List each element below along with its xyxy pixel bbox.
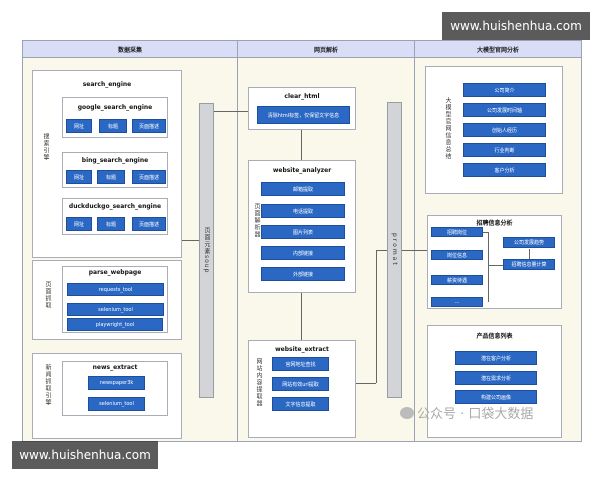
analyzer-item: 邮箱提取 [261,182,345,196]
side-label: 页面抓取 [44,281,51,309]
connector-arrow [402,250,427,251]
connector [488,232,489,302]
extract-item: 文字信息提取 [272,397,329,411]
wechat-text: 公众号 · 口袋大数据 [417,407,534,422]
field-url: 网址 [66,217,92,231]
side-label: 新闻抓取引擎 [44,364,51,406]
product-item: 潜在客户分析 [455,351,537,365]
box-title: search_engine [82,81,132,88]
extract-item: 网站有效url提取 [272,377,329,391]
box-title: clear_html [284,93,320,100]
soup-bar: 页面元素soup [199,103,214,398]
connector-arrow [301,293,302,340]
recruit-input: 薪资待遇 [431,275,483,285]
extract-item: 官网地址查找 [272,357,329,371]
field-title: 标题 [97,170,125,184]
field-title: 标题 [97,217,125,231]
tool-item: requests_tool [67,283,164,296]
tool-item: playwright_tool [67,318,163,331]
connector-arrow [214,111,248,112]
box-title: website_analyzer [272,167,332,174]
watermark-bottom: www.huishenhua.com [12,441,158,469]
analyzer-item: 电话提取 [261,204,345,218]
summary-item: 公司发展时间轴 [463,103,546,117]
product-item: 潜在需求分析 [455,371,537,385]
engine-title: google_search_engine [77,104,153,111]
clear-html-box: clear_html 清除html标签，仅保留文字信息 [248,87,356,130]
recruit-input: ... [431,297,483,307]
connector-arrow [488,265,503,266]
news-extract-box: news_extract newspaper3k selenium_tool [62,361,168,416]
engine-title: duckduckgo_search_engine [68,203,162,210]
connector [483,232,488,233]
connector-arrow [301,130,302,160]
tool-item: selenium_tool [67,303,164,316]
analyzer-item: 内部链接 [261,246,345,260]
summary-box: 大模型官网信息总结 公司简介 公司发展时间轴 创始人经历 行业判断 客户分析 [425,66,563,194]
column-header: 数据采集 [22,40,238,58]
prompt-label: promat [391,233,398,267]
box-title: parse_webpage [88,269,142,276]
watermark-top: www.huishenhua.com [442,12,590,40]
column-header: 大模型官网分析 [414,40,582,58]
summary-item: 公司简介 [463,83,546,97]
field-desc: 页面描述 [132,119,166,133]
prompt-bar: promat [387,102,402,398]
box-title: 产品信息列表 [476,333,513,340]
clear-html-action: 清除html标签，仅保留文字信息 [257,106,350,124]
side-label: 搜索引擎 [42,133,49,161]
box-title: 招聘信息分析 [476,220,513,227]
tool-item: selenium_tool [88,397,145,411]
box-title: news_extract [92,364,138,371]
product-item: 构建公司画像 [455,390,537,404]
recruit-box: 招聘信息分析 招聘岗位 岗位信息 薪资待遇 ... 招聘信息量计算 公司发展趋势 [427,215,562,309]
wechat-watermark: 公众号 · 口袋大数据 [400,403,533,422]
tool-item: newspaper3k [88,376,145,390]
website-analyzer-box: website_analyzer 页面解析器 邮箱提取 电话提取 图片列表 内部… [248,160,356,293]
analyzer-item: 外部链接 [261,267,345,281]
recruit-input: 岗位信息 [431,250,483,260]
side-label: 页面解析器 [253,203,260,238]
box-title: website_extract [275,346,329,353]
summary-item: 创始人经历 [463,123,546,137]
field-url: 网址 [66,119,92,133]
website-extract-box: website_extract 网站内容提取器 官网地址查找 网站有效url提取… [248,340,356,438]
connector [356,383,376,384]
engine-box-bing: bing_search_engine 网址 标题 页面描述 [62,152,168,188]
connector-arrow [182,240,199,241]
field-url: 网址 [66,170,92,184]
field-desc: 页面描述 [132,170,166,184]
product-box: 产品信息列表 潜在客户分析 潜在需求分析 构建公司画像 [427,325,562,438]
soup-label: 页面元素soup [203,227,210,274]
summary-item: 行业判断 [463,143,546,157]
engine-title: bing_search_engine [81,157,149,164]
analyzer-item: 图片列表 [261,225,345,239]
recruit-trend: 公司发展趋势 [503,237,555,248]
wechat-icon [400,406,414,419]
engine-box-duckduckgo: duckduckgo_search_engine 网址 标题 页面描述 [62,198,168,235]
summary-item: 客户分析 [463,163,546,177]
recruit-calc: 招聘信息量计算 [503,259,555,270]
connector-arrow [529,249,530,259]
recruit-input: 招聘岗位 [431,227,483,237]
side-label: 大模型官网信息总结 [444,97,451,160]
engine-box-google: google_search_engine 网址 标题 页面描述 [62,97,168,138]
field-desc: 页面描述 [132,217,166,231]
column-header: 网页解析 [237,40,415,58]
side-label: 网站内容提取器 [255,358,262,407]
field-title: 标题 [99,119,127,133]
parse-webpage-box: parse_webpage requests_tool selenium_too… [62,266,168,333]
connector-arrow [376,250,387,251]
connector [376,250,377,383]
